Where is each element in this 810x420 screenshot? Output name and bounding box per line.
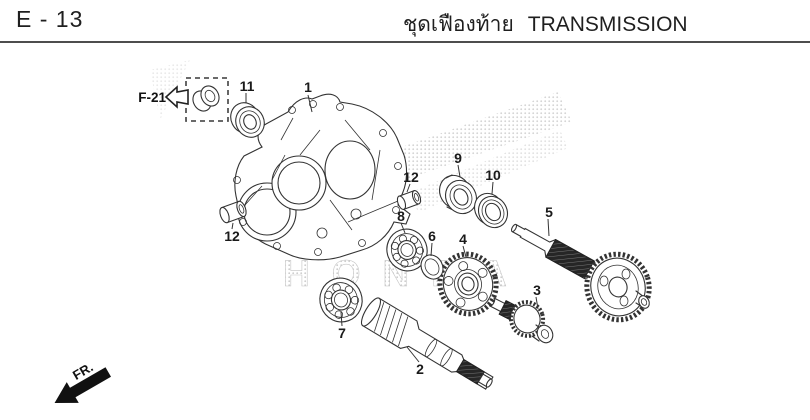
callout-12-right: 12 (403, 169, 419, 185)
callout-4: 4 (459, 231, 467, 247)
page-title-en: TRANSMISSION (527, 13, 688, 36)
part-8-ball-bearing (386, 228, 428, 272)
callout-10: 10 (485, 167, 501, 183)
part-11-ball-bearing (230, 102, 265, 138)
part-2-drive-shaft (360, 297, 494, 390)
callout-12-left: 12 (224, 228, 240, 244)
part-7-ball-bearing (319, 277, 363, 323)
part-12-dowel-pin-left (219, 200, 247, 224)
part-5-final-shaft (510, 223, 652, 323)
part-12-dowel-pin-right (396, 189, 422, 211)
callout-8: 8 (397, 208, 405, 224)
f21-bushing (192, 85, 220, 112)
callouts: 1 2 3 4 5 6 7 8 9 10 11 12 12 (224, 78, 553, 377)
page-code: E - 13 (16, 6, 84, 32)
callout-6: 6 (428, 228, 436, 244)
callout-1: 1 (304, 79, 312, 95)
callout-7: 7 (338, 325, 346, 341)
part-6-washer (420, 254, 444, 280)
part-9-ball-bearing (438, 174, 478, 215)
callout-3: 3 (533, 282, 541, 298)
part-10-oil-seal (473, 192, 509, 229)
callout-11: 11 (240, 78, 255, 94)
front-direction-indicator: FR. (54, 359, 111, 403)
callout-9: 9 (454, 150, 462, 166)
part-4-final-gear (437, 251, 499, 317)
callout-2: 2 (416, 361, 424, 377)
page-title: ชุดเฟืองท้าย TRANSMISSION (403, 8, 688, 41)
front-arrow-icon (54, 367, 111, 403)
leader-lines (231, 93, 550, 363)
callout-5: 5 (545, 204, 553, 220)
f21-reference: F-21 (138, 77, 229, 122)
header-divider (0, 41, 810, 43)
page-title-thai: ชุดเฟืองท้าย (403, 13, 514, 36)
part-3-counter-gear (488, 297, 554, 344)
part-1-crankcase-cover (233, 93, 411, 261)
bolt-holes (233, 100, 402, 256)
f21-label: F-21 (138, 90, 166, 105)
f21-arrow-icon (164, 85, 189, 109)
